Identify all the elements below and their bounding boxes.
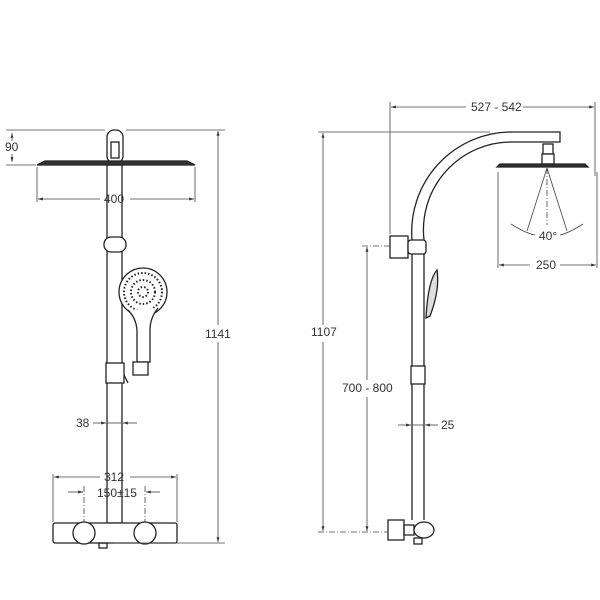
dim-total-height-front: 1141 xyxy=(205,327,231,341)
hand-shower-handle xyxy=(127,307,159,363)
curved-arm xyxy=(411,131,561,241)
thermostat-bar-front xyxy=(52,522,178,544)
dim-pipe-diameter-side: 25 xyxy=(441,418,455,432)
wall-bracket-side xyxy=(389,235,409,259)
pipe-joint-side xyxy=(410,365,426,385)
overhead-plate-side xyxy=(495,163,590,168)
dim-total-height-side: 1107 xyxy=(311,325,337,339)
dim-spray-angle: 40° xyxy=(539,229,557,243)
dim-head-width: 400 xyxy=(104,192,124,206)
dim-inlet-spacing: 150±15 xyxy=(97,486,137,500)
hand-shower-head xyxy=(118,267,168,317)
holder-front xyxy=(105,362,125,384)
dim-pipe-diameter-front: 38 xyxy=(76,416,90,430)
dim-head-height: 90 xyxy=(5,140,19,154)
slider-front xyxy=(103,236,127,253)
overhead-shower-plate xyxy=(36,160,196,166)
side-view xyxy=(387,131,590,545)
dim-projection: 527 - 542 xyxy=(471,100,522,114)
front-view xyxy=(36,129,196,549)
valve-side xyxy=(387,519,405,541)
hand-shower-side xyxy=(425,268,439,320)
dim-mixer-width: 312 xyxy=(104,470,124,484)
dim-bracket-height: 700 - 800 xyxy=(342,381,393,395)
dim-head-width-side: 250 xyxy=(536,258,556,272)
